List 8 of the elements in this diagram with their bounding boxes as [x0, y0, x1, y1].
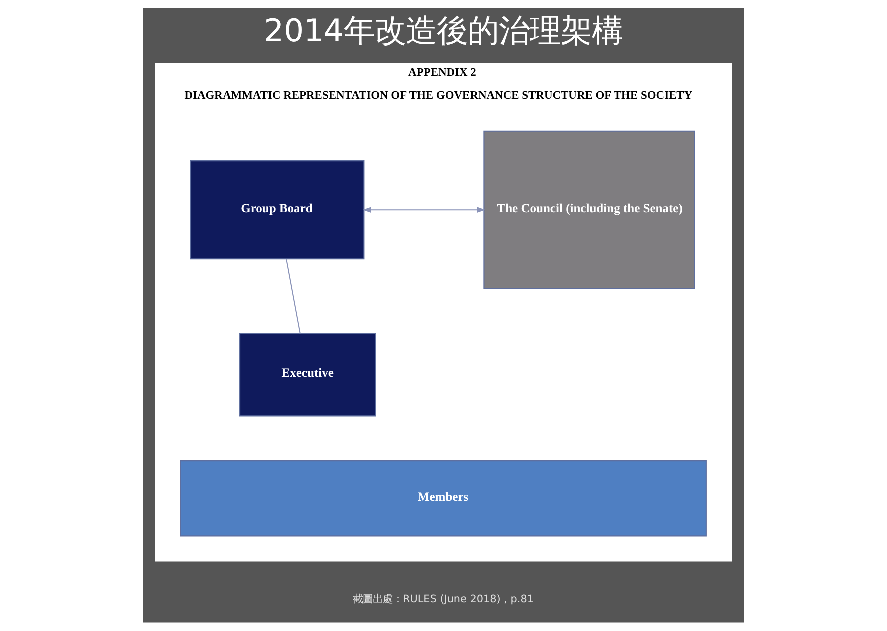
node-box: The Council (including the Senate)	[484, 130, 696, 290]
arrow	[362, 207, 486, 214]
diagram-title: 2014年改造後的治理架構	[264, 14, 623, 50]
node-box: Group Board	[190, 160, 365, 260]
node-box: Members	[180, 460, 707, 537]
connector	[286, 259, 301, 334]
caption: 截圖出處：RULES (June 2018) , p.81	[353, 593, 534, 606]
node-box: Executive	[240, 333, 376, 417]
